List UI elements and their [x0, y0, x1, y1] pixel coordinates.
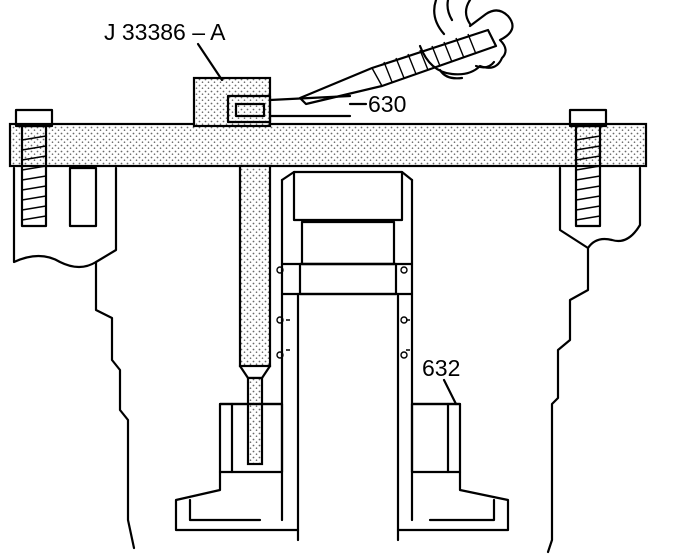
leader-632	[442, 378, 458, 406]
housing-left-inner	[94, 166, 118, 264]
label-630: 630	[368, 91, 406, 117]
tool-block	[192, 76, 272, 128]
label-632: 632	[422, 355, 460, 381]
clip-630	[234, 102, 266, 118]
tool-plate	[8, 122, 648, 168]
rod-tip	[246, 376, 264, 466]
bolt-left	[14, 108, 54, 228]
housing-left-wall	[12, 166, 136, 550]
tool-rod	[238, 164, 272, 368]
hand-holding-tool-icon	[298, 0, 514, 106]
tool-clip	[226, 94, 272, 124]
housing-right-inner	[558, 166, 590, 250]
label-tool: J 33386 – A	[104, 19, 226, 45]
housing-slot	[68, 166, 98, 228]
leader-tool	[196, 42, 224, 82]
bolt-right	[568, 108, 608, 228]
shaft-assembly	[276, 170, 414, 542]
housing-right-wall	[546, 166, 642, 554]
hub-632	[174, 402, 510, 532]
